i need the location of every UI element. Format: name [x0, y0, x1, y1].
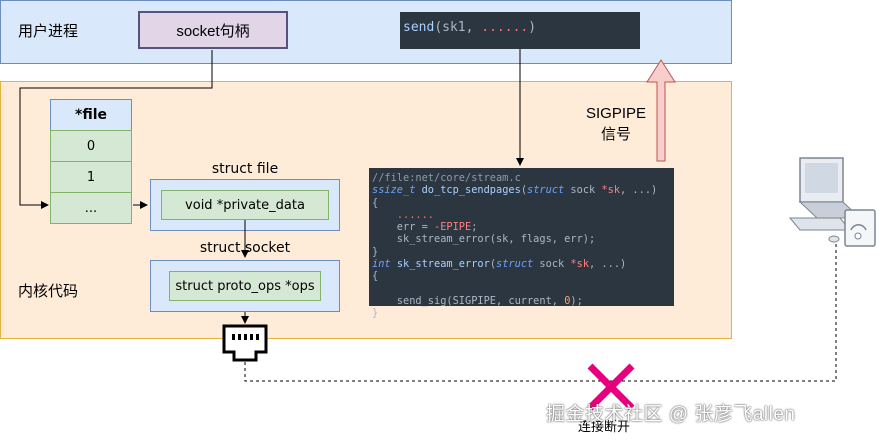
code-text: sk_stream_error(sk, flags, err); — [372, 233, 596, 246]
struct-file-title: struct file — [211, 161, 279, 177]
handle-to-file-arrow — [19, 50, 213, 209]
private-data-field: void *private_data — [161, 190, 329, 220]
sigpipe-line2: 信号 — [600, 126, 631, 143]
kernel-space-label: 内核代码 — [18, 283, 79, 300]
code-text: ); — [570, 294, 583, 307]
disconnect-x-icon — [587, 363, 635, 411]
fd-row: ... — [50, 192, 132, 224]
code-text: ( — [520, 184, 528, 197]
disconnect-label: 连接断开 — [578, 419, 631, 434]
code-text: , ...) — [620, 184, 658, 197]
network-port-icon — [222, 324, 268, 362]
code-text: ; — [471, 221, 478, 234]
code-brace: } — [372, 307, 379, 320]
sigpipe-line1: SIGPIPE — [585, 105, 647, 122]
send-dots: ...... — [481, 20, 529, 35]
computer-icon — [788, 157, 876, 247]
sigpipe-label: SIGPIPE 信号 — [571, 103, 661, 145]
fd-row: 0 — [50, 130, 132, 162]
socket-handle-box: socket句柄 — [138, 11, 288, 49]
fd-table: *file 0 1 ... — [50, 99, 132, 224]
code-type: int — [372, 258, 391, 271]
code-param: *sk — [601, 184, 621, 197]
code-number: 0 — [564, 294, 571, 307]
code-text: sock — [564, 184, 602, 197]
send-fn: send — [403, 20, 435, 35]
up-arrow-icon — [646, 59, 676, 162]
code-brace: { — [372, 196, 379, 209]
code-type: ssize_t — [372, 184, 416, 197]
code-text: sock — [533, 258, 571, 271]
code-brace: } — [372, 245, 379, 258]
proto-ops-field: struct proto_ops *ops — [169, 271, 321, 301]
network-link-dashed — [244, 243, 837, 382]
code-param: *sk — [570, 258, 590, 271]
code-text: ( — [489, 258, 497, 271]
code-text: send_sig(SIGPIPE, current, — [372, 294, 565, 307]
code-fn: do_tcp_sendpages — [421, 184, 521, 197]
code-dots: ...... — [396, 208, 435, 221]
send-close: ) — [528, 20, 537, 35]
send-call-box: send(sk1, ......) — [400, 12, 640, 49]
code-fn: sk_stream_error — [396, 258, 490, 271]
code-keyword: struct — [527, 184, 565, 197]
socket-handle-label: socket句柄 — [176, 22, 250, 40]
kernel-code-block: //file:net/core/stream.c ssize_t do_tcp_… — [369, 168, 674, 319]
send-args: (sk1, — [434, 20, 482, 35]
code-text: , ...) — [589, 258, 627, 271]
user-space-label: 用户进程 — [18, 23, 79, 40]
code-text: err = — [372, 221, 434, 234]
watermark-text: 掘金技术社区 @ 张彦飞allen — [546, 404, 796, 425]
code-keyword: struct — [496, 258, 534, 271]
code-comment: //file:net/core/stream.c — [372, 172, 521, 184]
code-value: -EPIPE — [434, 221, 472, 234]
code-brace: { — [372, 270, 379, 283]
